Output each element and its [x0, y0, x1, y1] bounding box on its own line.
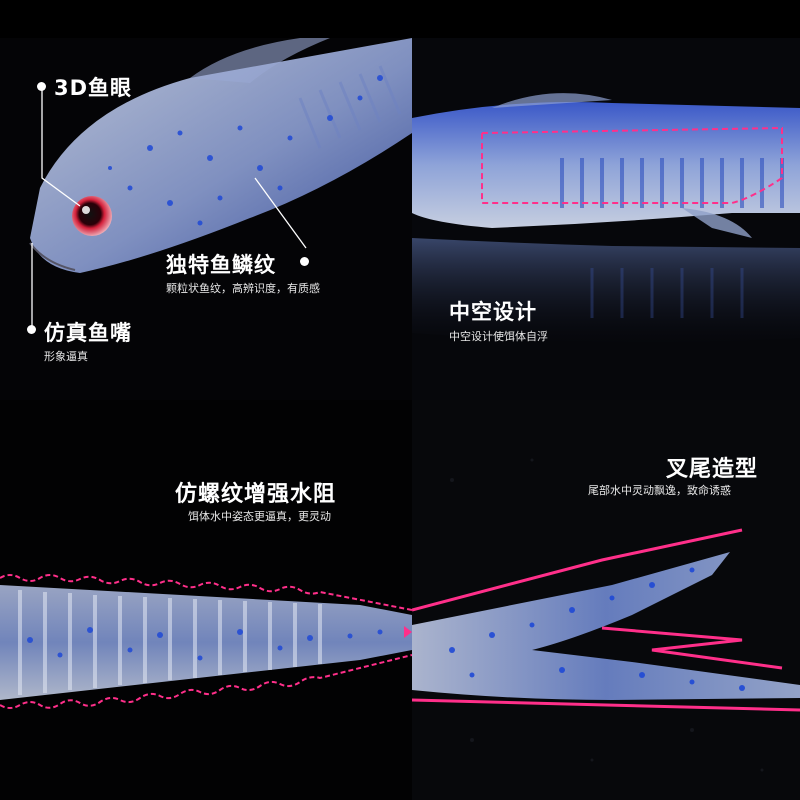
scale-subtitle: 颗粒状鱼纹，高辨识度，有质感	[166, 282, 320, 295]
callout-dot-eye	[37, 82, 46, 91]
lure-eye	[72, 196, 112, 236]
callout-dot-scale	[300, 257, 309, 266]
panel-hollow-body: 中空设计 中空设计使饵体自浮	[412, 38, 800, 400]
thread-title: 仿螺纹增强水阻	[175, 482, 337, 507]
scale-title: 独特鱼鳞纹	[166, 253, 276, 277]
thread-subtitle: 饵体水中姿态更逼真，更灵动	[188, 510, 331, 523]
tail-title: 叉尾造型	[666, 457, 759, 482]
eye-title: 3D鱼眼	[54, 76, 133, 100]
hollow-title: 中空设计	[449, 300, 537, 324]
tail-subtitle: 尾部水中灵动飘逸，致命诱惑	[588, 484, 731, 497]
callout-dot-mouth	[27, 325, 36, 334]
mouth-title: 仿真鱼嘴	[44, 321, 132, 345]
fork-tail-image	[412, 458, 800, 772]
mouth-subtitle: 形象逼真	[44, 350, 88, 363]
hollow-subtitle: 中空设计使饵体自浮	[449, 330, 548, 343]
panel-thread-body: 仿螺纹增强水阻 饵体水中姿态更逼真，更灵动	[0, 400, 412, 800]
panel-fork-tail: 叉尾造型 尾部水中灵动飘逸，致命诱惑	[412, 400, 800, 800]
hollow-body-image	[412, 93, 800, 342]
thread-body-image	[0, 574, 412, 709]
panel-lure-head: 3D鱼眼 独特鱼鳞纹 颗粒状鱼纹，高辨识度，有质感 仿真鱼嘴 形象逼真	[0, 38, 412, 400]
lure-head-image	[29, 38, 412, 328]
